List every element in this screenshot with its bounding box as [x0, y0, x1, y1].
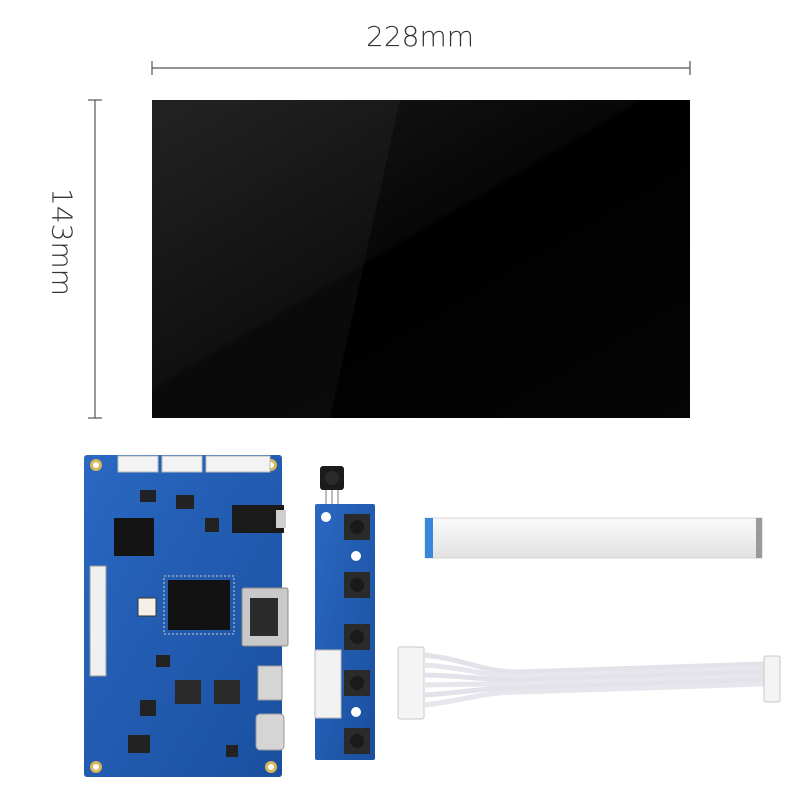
tactile-button [344, 624, 370, 650]
jst-connector [117, 455, 159, 473]
keypad-connector [314, 649, 342, 719]
inductor [214, 680, 240, 704]
lcd-panel [152, 100, 690, 418]
width-dimension-line [151, 61, 691, 75]
height-dimension-line [88, 99, 102, 419]
harness-connector [763, 655, 781, 703]
usb-c-port [255, 713, 285, 751]
wire-harness-cable [397, 646, 781, 720]
tactile-button [344, 728, 370, 754]
harness-connector [397, 646, 425, 720]
panel-reflection [152, 100, 400, 418]
ffc-contact-end [756, 518, 762, 558]
ffc-ribbon-cable [424, 517, 763, 559]
main-processor-chip [168, 580, 230, 630]
keypad-board [314, 466, 375, 760]
micro-usb-port [257, 665, 283, 701]
fpc-connector [89, 565, 107, 677]
controller-board [84, 455, 289, 777]
jst-connector [161, 455, 203, 473]
jst-connector [205, 455, 271, 473]
tactile-button [344, 670, 370, 696]
tactile-button [344, 572, 370, 598]
tactile-button [344, 514, 370, 540]
ffc-contact-end [425, 518, 433, 558]
width-dimension-label: 228mm [366, 20, 474, 53]
audio-jack [232, 505, 284, 533]
inductor [175, 680, 201, 704]
ic-chip [114, 518, 154, 556]
